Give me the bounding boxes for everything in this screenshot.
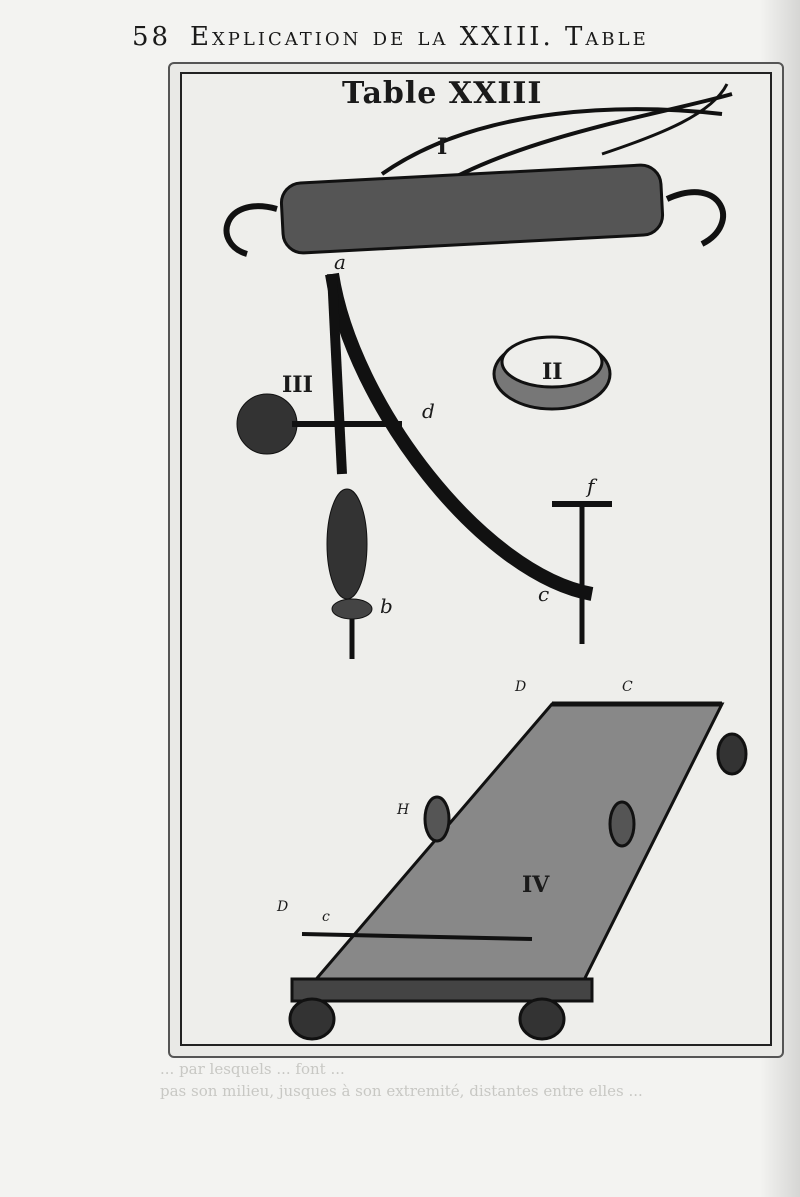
plate-frame: Table XXIII — [180, 72, 772, 1046]
figure-1-pulley-block — [223, 83, 733, 257]
letter-a: a — [334, 250, 346, 274]
letter-H: H — [397, 802, 410, 818]
page-number: 58 — [132, 22, 172, 52]
figure-label-IV: IV — [522, 872, 550, 898]
running-header: 58 Explication de la XXIII. Table — [132, 22, 762, 62]
bleed-line: ... par lesquels ... font ... — [160, 1060, 345, 1078]
figure-2-collar — [492, 335, 612, 411]
letter-d: d — [422, 399, 435, 423]
bleed-line: pas son milieu, jusques à son extremité,… — [160, 1082, 643, 1100]
letter-c-bottom: c — [322, 909, 330, 925]
letter-b: b — [380, 594, 393, 618]
engraving-illustration — [223, 83, 748, 1041]
figure-4-rack — [288, 701, 748, 1041]
figure-label-III: III — [282, 372, 313, 398]
running-title: Explication de la XXIII. Table — [190, 22, 649, 52]
bleed-through-text: ... par lesquels ... font ... pas son mi… — [160, 1058, 760, 1102]
letter-D-top: D — [515, 679, 527, 695]
letter-c: c — [538, 582, 550, 606]
figure-3-drill-brace — [236, 272, 612, 659]
plate-title: Table XXIII — [342, 76, 543, 111]
letter-C-top: C — [622, 679, 633, 695]
figure-label-II: II — [542, 359, 563, 385]
figure-label-I: I — [437, 134, 448, 160]
letter-D-bottom: D — [277, 899, 289, 915]
letter-f: f — [587, 474, 595, 498]
engraved-plate: Table XXIII — [168, 62, 784, 1058]
